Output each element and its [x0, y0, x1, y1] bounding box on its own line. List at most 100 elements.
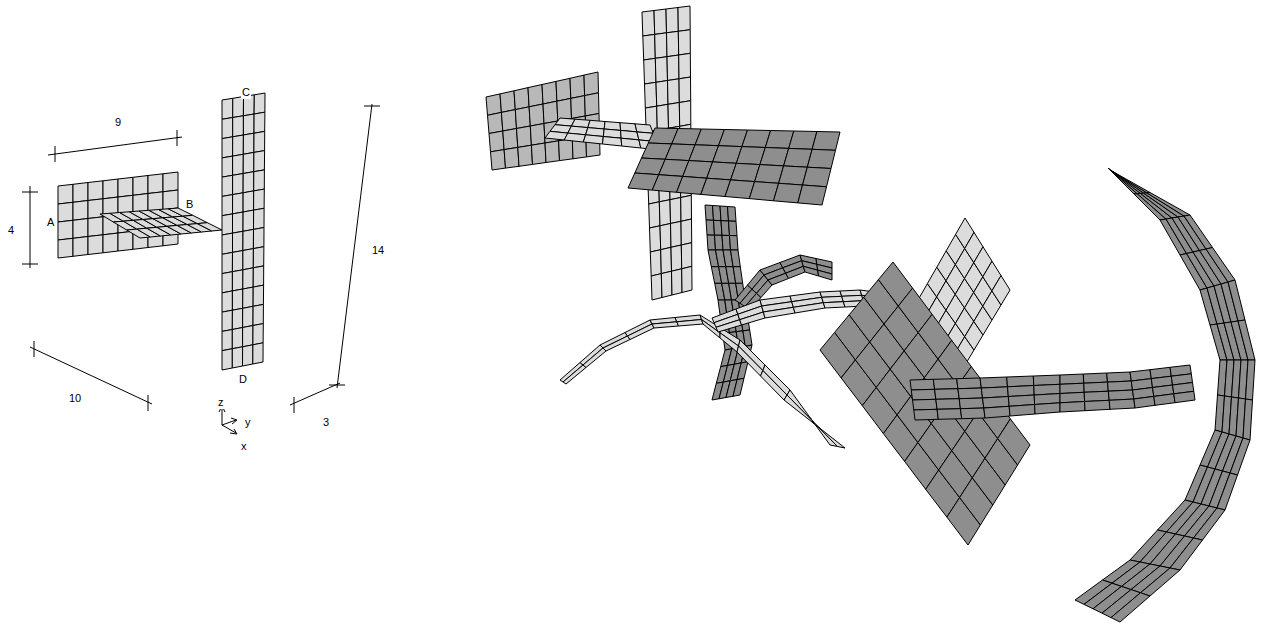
mesh-cell: [243, 133, 254, 154]
mesh-cell: [233, 97, 244, 118]
mesh-cell: [803, 167, 832, 187]
mesh-cell: [823, 302, 845, 308]
mesh-cell: [984, 406, 1010, 418]
mesh-cell: [733, 378, 744, 396]
mesh-cell: [818, 270, 832, 280]
mesh-cell: [659, 200, 670, 226]
mesh-cell: [253, 247, 264, 268]
mesh-cell: [740, 312, 765, 325]
mesh-cell: [514, 88, 529, 110]
mesh-cell: [243, 326, 253, 347]
mesh-cell: [556, 78, 571, 101]
mesh-cell: [1035, 403, 1060, 414]
mesh-cell: [655, 57, 667, 83]
mesh-cell: [243, 345, 253, 366]
mesh-cell: [501, 110, 516, 131]
point-label: A: [46, 216, 55, 229]
mesh-cell: [253, 285, 264, 306]
mesh-cell: [233, 231, 244, 252]
mesh-cell: [1134, 396, 1155, 408]
mesh-cell: [489, 131, 504, 152]
mesh-cell: [628, 324, 655, 340]
mesh-cell: [661, 271, 672, 297]
mesh-cell: [163, 190, 178, 210]
mesh-cell: [670, 198, 681, 224]
mesh-cell: [992, 276, 1010, 305]
dimension-lines: [22, 104, 380, 434]
mesh-cell: [118, 231, 133, 251]
mesh-cell: [232, 308, 242, 329]
mesh-cell: [1228, 280, 1245, 321]
mesh-cell: [681, 219, 692, 245]
mesh-cell: [571, 96, 586, 119]
mesh-cell: [959, 398, 984, 409]
mesh-cell: [253, 324, 263, 345]
mesh-cell: [656, 81, 668, 107]
mesh-cell: [1184, 215, 1213, 249]
mesh-cell: [803, 266, 818, 276]
mesh-cell: [254, 170, 265, 191]
mesh-cell: [1144, 193, 1184, 217]
mesh-cell: [583, 348, 606, 368]
mesh-cell: [657, 104, 669, 130]
mesh-cell: [980, 377, 1008, 388]
mesh-cell: [233, 174, 244, 195]
mesh-cell: [668, 103, 680, 129]
mesh-cell: [233, 193, 244, 214]
mesh-cell: [88, 181, 103, 201]
mesh-cell: [957, 378, 982, 389]
mesh-cell: [642, 11, 655, 37]
mesh-cell: [1107, 372, 1132, 382]
dimension-label: 14: [371, 244, 385, 257]
mesh-cell: [58, 202, 73, 222]
mesh-cell: [222, 98, 233, 119]
mesh-cell: [645, 82, 657, 108]
mesh-cell: [650, 250, 661, 276]
mesh-cell: [232, 289, 242, 310]
mesh-cell: [1194, 508, 1226, 540]
mesh-cell: [517, 126, 532, 147]
mesh-cell: [1238, 320, 1255, 360]
mesh-cell: [716, 320, 742, 332]
axis-label: y: [244, 416, 252, 429]
mesh-cell: [232, 270, 243, 291]
dimension-label: 10: [68, 392, 82, 405]
mesh-cell: [103, 179, 118, 199]
mesh-cell: [1206, 248, 1235, 283]
mesh-cell: [784, 395, 815, 424]
mesh-cell: [812, 421, 845, 448]
mesh-cell: [163, 172, 178, 192]
mesh-cell: [812, 132, 840, 151]
mesh-cell: [936, 399, 961, 410]
mesh-cell: [1154, 394, 1175, 406]
mesh-cell: [1108, 381, 1133, 391]
mesh-cell: [1230, 438, 1250, 475]
mesh-cell: [1243, 399, 1253, 440]
mesh-cell: [233, 135, 244, 156]
axis-label: x: [240, 440, 248, 453]
mesh-cell: [528, 85, 543, 107]
axis-label: z: [217, 396, 225, 409]
mesh-cell: [563, 365, 586, 384]
mesh-cell: [254, 208, 265, 229]
mesh-cell: [233, 212, 244, 233]
mesh-cell: [559, 139, 573, 161]
mesh-cell: [933, 379, 958, 390]
mesh-cell: [88, 235, 103, 255]
mesh-cell: [503, 129, 518, 150]
mesh-cell: [1060, 374, 1084, 384]
mesh-cell: [1217, 473, 1238, 510]
mesh-cell: [253, 266, 264, 287]
mesh-cell: [222, 214, 233, 235]
mesh-cell: [910, 379, 935, 390]
mesh-cell: [807, 149, 835, 168]
mesh-cell: [222, 291, 232, 312]
mesh-cell: [793, 303, 825, 313]
mesh-cell: [488, 112, 503, 133]
mesh-cell: [761, 371, 788, 401]
mesh-cell: [73, 237, 88, 257]
mesh-cell: [913, 399, 938, 410]
mesh-cell: [911, 389, 936, 400]
mesh-cell: [58, 220, 73, 240]
